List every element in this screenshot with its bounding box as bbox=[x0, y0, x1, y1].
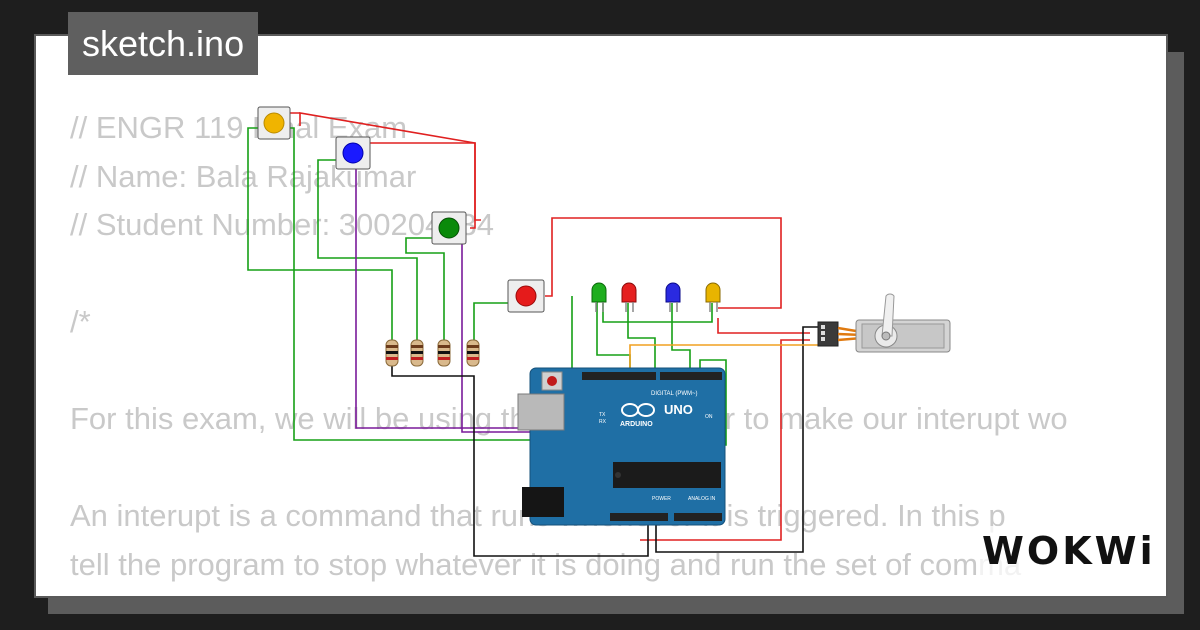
wokwi-logo: WOKWi bbox=[978, 526, 1160, 576]
wire-green bbox=[627, 303, 656, 378]
arduino-uno-board[interactable]: UNO ARDUINO DIGITAL (PWM~) POWER ANALOG … bbox=[517, 367, 726, 526]
board-model: UNO bbox=[664, 402, 693, 417]
wire-green bbox=[596, 302, 631, 378]
led-blue[interactable] bbox=[665, 282, 681, 312]
servo-motor[interactable] bbox=[817, 293, 951, 353]
wire-green bbox=[247, 127, 393, 340]
wire-red bbox=[288, 112, 481, 221]
code-line: /* bbox=[70, 304, 91, 339]
resistor[interactable] bbox=[466, 339, 480, 367]
wire-green bbox=[317, 159, 418, 340]
code-line: // Name: Bala Rajakumar bbox=[70, 158, 417, 194]
digital-header-label: DIGITAL (PWM~) bbox=[651, 391, 698, 397]
pushbutton-yellow[interactable] bbox=[257, 106, 291, 140]
led-red[interactable] bbox=[621, 282, 637, 312]
pushbutton-red[interactable] bbox=[507, 279, 545, 313]
on-label: ON bbox=[705, 414, 713, 420]
board-brand: ARDUINO bbox=[620, 421, 653, 428]
resistor[interactable] bbox=[437, 339, 451, 367]
wire-green bbox=[602, 302, 713, 323]
pushbutton-blue[interactable] bbox=[335, 136, 371, 170]
preview-card: // ENGR 119 Final Exam // Name: Bala Raj… bbox=[34, 34, 1168, 598]
led-yellow[interactable] bbox=[705, 282, 721, 312]
sketch-title-tab[interactable]: sketch.ino bbox=[68, 12, 259, 75]
wire-black bbox=[391, 365, 649, 557]
wire-red bbox=[370, 142, 476, 229]
arduino-logo-icon bbox=[621, 403, 655, 417]
wire-green bbox=[405, 237, 445, 340]
code-line: // Student Number: 300204634 bbox=[70, 207, 494, 242]
led-green[interactable] bbox=[591, 282, 607, 312]
code-text: // ENGR 119 Final Exam // Name: Bala Raj… bbox=[70, 104, 1134, 589]
wire-green bbox=[473, 302, 510, 340]
resistor[interactable] bbox=[385, 339, 399, 367]
wire-red bbox=[717, 318, 810, 334]
pushbutton-green[interactable] bbox=[431, 211, 467, 245]
wire-red bbox=[640, 339, 810, 541]
wire-green bbox=[671, 303, 691, 378]
power-label: POWER bbox=[652, 496, 671, 502]
wire-black bbox=[655, 326, 818, 553]
wire-red bbox=[545, 217, 782, 309]
resistor[interactable] bbox=[410, 339, 424, 367]
rx-label: RX bbox=[599, 419, 607, 425]
analog-label: ANALOG IN bbox=[688, 496, 716, 502]
wire-orange bbox=[629, 344, 818, 378]
tx-label: TX bbox=[599, 412, 606, 418]
